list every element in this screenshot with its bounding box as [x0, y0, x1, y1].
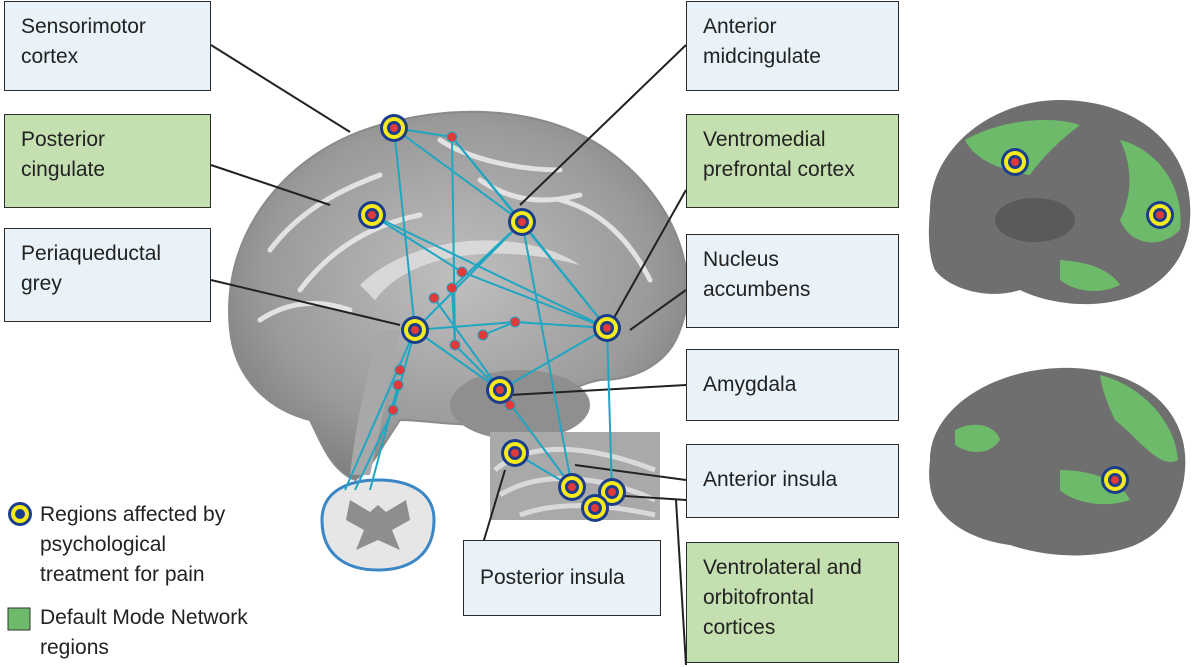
- ring-dot: [390, 124, 398, 132]
- ring-dot: [1111, 476, 1119, 484]
- label-posterior-cingulate: Posterior cingulate: [4, 114, 211, 208]
- network-line: [433, 297, 501, 391]
- label-ventromedial-prefrontal-cortex: Ventromedial prefrontal cortex: [686, 114, 899, 208]
- label-periaqueductal-grey: Periaqueductal grey: [4, 228, 211, 322]
- ring-dot: [518, 218, 526, 226]
- network-node-dot: [446, 282, 458, 294]
- marker-anterior-midcingulate: [508, 208, 536, 236]
- network-line: [461, 271, 608, 329]
- network-line: [393, 127, 523, 223]
- pointer-line: [483, 469, 506, 541]
- label-text: Ventrolateral and orbitofrontal cortices: [703, 556, 862, 639]
- legend-dmn-text: Default Mode Network regions: [40, 606, 248, 659]
- network-line: [521, 221, 573, 488]
- label-text: Periaqueductal grey: [21, 242, 162, 295]
- network-line: [451, 136, 456, 346]
- ring-dot: [1011, 158, 1019, 166]
- label-text: Ventromedial prefrontal cortex: [703, 128, 855, 181]
- brain-lateral-surface-icon: [929, 367, 1186, 556]
- network-node-dot: [449, 339, 461, 351]
- label-nucleus-accumbens: Nucleus accumbens: [686, 234, 899, 328]
- pointer-line: [210, 279, 401, 326]
- network-node-dot: [428, 292, 440, 304]
- label-text: Nucleus accumbens: [703, 248, 811, 301]
- legend-dmn-regions: Default Mode Network regions: [40, 603, 300, 663]
- network-line: [521, 221, 608, 329]
- label-sensorimotor-cortex: Sensorimotor cortex: [4, 1, 211, 91]
- network-line: [371, 214, 608, 329]
- marker-anterior-insula: [558, 473, 586, 501]
- brain-sagittal-icon: [228, 110, 689, 482]
- pointer-line: [629, 289, 687, 331]
- label-posterior-insula: Posterior insula: [463, 540, 661, 616]
- region-markers: [358, 114, 1174, 522]
- pointer-line: [519, 44, 687, 206]
- label-anterior-midcingulate: Anterior midcingulate: [686, 1, 899, 91]
- label-pointer-lines: [210, 44, 687, 666]
- network-node-dot: [477, 329, 489, 341]
- ring-dot: [568, 483, 576, 491]
- network-line: [369, 384, 399, 491]
- network-line: [499, 327, 608, 391]
- marker-periaqueductal-grey: [401, 316, 429, 344]
- ring-dot: [608, 488, 616, 496]
- network-line: [414, 321, 516, 331]
- ring-dot: [591, 504, 599, 512]
- label-ventrolateral-orbitofrontal-cortices: Ventrolateral and orbitofrontal cortices: [686, 542, 899, 663]
- network-line: [606, 327, 613, 493]
- label-text: Amygdala: [703, 373, 797, 396]
- network-node-dot: [456, 266, 468, 278]
- brain-medial-surface-icon: [928, 100, 1191, 305]
- network-node-dot: [387, 404, 399, 416]
- ring-dot: [411, 326, 419, 334]
- pointer-line: [210, 44, 351, 133]
- pointer-line: [675, 499, 687, 666]
- ring-dot: [511, 449, 519, 457]
- network-line: [451, 287, 456, 346]
- marker-orbitofrontal-2: [581, 494, 609, 522]
- marker-vmpfc: [593, 314, 621, 342]
- network-node-dot: [509, 316, 521, 328]
- ring-dot: [1156, 211, 1164, 219]
- marker-posterior-cingulate: [358, 201, 386, 229]
- label-text: Posterior cingulate: [21, 128, 106, 181]
- network-line: [482, 321, 516, 336]
- marker-sensorimotor: [380, 114, 408, 142]
- label-text: Posterior insula: [480, 566, 625, 589]
- spinal-cord-icon: [320, 478, 436, 572]
- dmn-swatch-icon: [7, 607, 31, 631]
- network-line: [393, 127, 416, 331]
- pointer-line: [210, 164, 331, 206]
- network-line: [354, 409, 394, 491]
- label-anterior-insula: Anterior insula: [686, 444, 899, 518]
- ring-dot: [496, 386, 504, 394]
- marker-lateral-vlpfc: [1101, 466, 1129, 494]
- marker-medial-pcc: [1001, 148, 1029, 176]
- network-node-dot: [394, 364, 406, 376]
- network-line: [344, 329, 416, 491]
- legend-affected-regions: Regions affected by psychological treatm…: [40, 500, 300, 590]
- network-node-dot: [504, 399, 516, 411]
- network-line: [371, 214, 463, 273]
- affected-region-marker-icon: [8, 502, 32, 526]
- pointer-line: [574, 464, 687, 481]
- pointer-line: [509, 384, 687, 396]
- marker-posterior-insula: [501, 439, 529, 467]
- legend-affected-text: Regions affected by psychological treatm…: [40, 503, 226, 586]
- marker-amygdala: [486, 376, 514, 404]
- marker-medial-vmpfc: [1146, 201, 1174, 229]
- label-text: Sensorimotor cortex: [21, 15, 146, 68]
- label-text: Anterior insula: [703, 468, 838, 491]
- network-line: [514, 321, 608, 329]
- network-node-dot: [446, 131, 458, 143]
- pointer-line: [609, 189, 687, 326]
- network-line: [414, 329, 501, 391]
- ring-dot: [368, 211, 376, 219]
- ring-dot: [603, 324, 611, 332]
- network-node-dot: [392, 379, 404, 391]
- label-amygdala: Amygdala: [686, 349, 899, 421]
- label-text: Anterior midcingulate: [703, 15, 821, 68]
